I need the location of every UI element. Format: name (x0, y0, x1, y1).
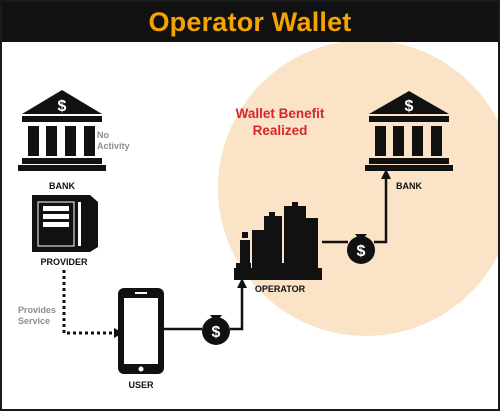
bank-right-label: BANK (396, 181, 422, 191)
money-bag-icon: $ (347, 234, 375, 264)
operator-to-bank-line (374, 178, 388, 244)
user-label: USER (128, 380, 154, 390)
dollar-sign: $ (405, 98, 414, 115)
dollar-sign: $ (357, 243, 366, 260)
provides-service-connector (62, 270, 116, 335)
page-title: Operator Wallet (148, 6, 352, 37)
city-skyline-icon (234, 202, 322, 280)
no-activity-line2: Activity (97, 141, 130, 151)
server-icon (32, 195, 98, 252)
operator-label: OPERATOR (255, 284, 306, 294)
smartphone-icon (118, 288, 164, 374)
title-bar: Operator Wallet (2, 2, 498, 42)
bank-left-label: BANK (49, 181, 75, 191)
flow-diagram: $ BANK No Activity PROVIDER Provides Ser… (18, 42, 498, 390)
money-bag-icon: $ (202, 315, 230, 345)
benefit-line1: Wallet Benefit (236, 106, 325, 121)
provider-label: PROVIDER (40, 257, 88, 267)
provides-line2: Service (18, 316, 50, 326)
provides-line1: Provides (18, 305, 56, 315)
user-to-operator-line (230, 287, 244, 331)
bank-icon: $ (18, 90, 106, 171)
benefit-line2: Realized (253, 123, 308, 138)
arrow-head (381, 169, 391, 179)
no-activity-line1: No (97, 130, 109, 140)
arrow-head (237, 278, 247, 288)
dollar-sign: $ (58, 98, 67, 115)
dollar-sign: $ (212, 324, 221, 341)
bank-icon: $ (365, 91, 453, 171)
